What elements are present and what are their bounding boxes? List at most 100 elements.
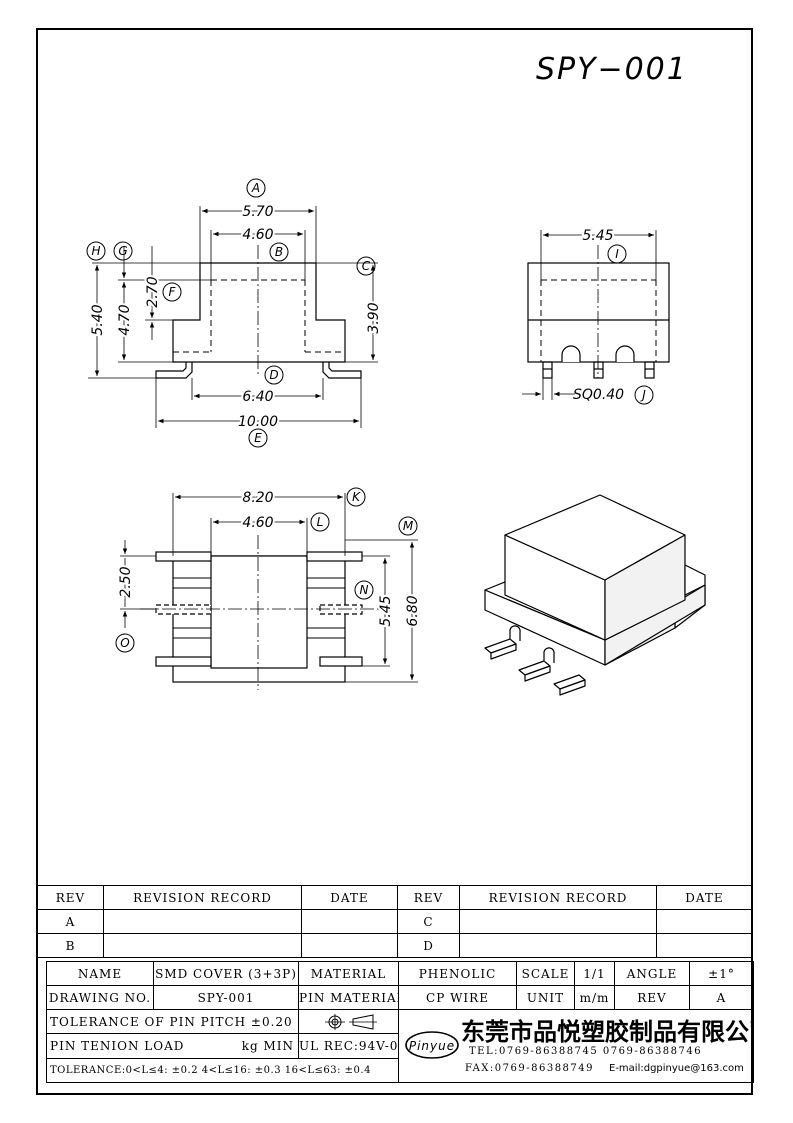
projection-symbol-icon xyxy=(324,1013,377,1030)
rev-value: A xyxy=(689,985,754,1010)
tolerance: TOLERANCE:0<L≤4: ±0.2 4<L≤16: ±0.3 16<L≤… xyxy=(46,1057,399,1084)
company-fax: FAX:0769-86388749 xyxy=(465,1063,595,1074)
dim-c-label: 3.90 xyxy=(366,302,382,333)
pin-tension-row: PIN TENION LOAD kg MIN xyxy=(46,1033,299,1059)
dim-n-label: 5.45 xyxy=(378,595,394,626)
dim-a-label: 5.70 xyxy=(242,204,273,220)
side-view xyxy=(522,230,670,400)
pin-material-value: CP WIRE xyxy=(398,985,517,1010)
callout-n: N xyxy=(360,583,369,597)
revision-record-header-2: REVISION RECORD xyxy=(459,885,657,910)
callout-j: J xyxy=(640,388,646,402)
callout-d: D xyxy=(269,368,278,382)
angle-value: ±1° xyxy=(689,961,754,986)
date-cell xyxy=(656,909,753,934)
ul-rec: UL REC:94V-0 xyxy=(298,1033,399,1059)
rev-cell: B xyxy=(37,933,104,958)
callout-b: B xyxy=(275,245,283,259)
side-view-pin-2 xyxy=(593,361,604,379)
table-row: A C xyxy=(37,909,753,934)
company-tel: TEL:0769-86388745 0769-86388746 xyxy=(469,1046,703,1057)
rev-cell: A xyxy=(37,909,104,934)
callout-c: C xyxy=(362,259,371,273)
scale-value: 1/1 xyxy=(574,961,615,986)
front-view-pin-right xyxy=(322,362,362,379)
callout-m: M xyxy=(403,519,414,533)
revision-record-cell xyxy=(459,909,657,934)
callout-f: F xyxy=(169,285,177,299)
isometric-view xyxy=(484,494,706,696)
name-value: SMD COVER (3+3P) xyxy=(153,961,299,986)
callout-l: L xyxy=(317,515,324,529)
name-label: NAME xyxy=(46,961,154,986)
pin-pitch-tolerance: TOLERANCE OF PIN PITCH ±0.20 xyxy=(46,1008,299,1035)
angle-label: ANGLE xyxy=(614,961,690,986)
date-cell xyxy=(656,933,753,958)
callout-o: O xyxy=(120,636,129,650)
rev-cell: D xyxy=(397,933,460,958)
date-header-2: DATE xyxy=(656,885,753,910)
material-value: PHENOLIC xyxy=(398,961,517,986)
callout-h: H xyxy=(91,244,100,258)
pin-material-label: PIN MATERIAL xyxy=(298,985,399,1010)
top-view-core xyxy=(210,555,308,669)
dim-f-label: 2.70 xyxy=(145,276,161,307)
revision-record-cell xyxy=(459,933,657,958)
dim-l-label: 4.60 xyxy=(242,515,273,531)
dim-o-label: 2.50 xyxy=(118,566,134,597)
drawing-no-label: DRAWING NO. xyxy=(46,985,154,1010)
callout-e: E xyxy=(254,431,262,445)
logo-text: Pinyue xyxy=(409,1039,455,1053)
rev-header-1: REV xyxy=(37,885,104,910)
drawing-no-value: SPY-001 xyxy=(153,985,299,1010)
callout-k: K xyxy=(352,490,361,504)
drawing-frame xyxy=(36,28,753,1095)
dim-k-label: 8.20 xyxy=(242,490,273,506)
unit-label: UNIT xyxy=(516,985,575,1010)
rev-cell: C xyxy=(397,909,460,934)
date-cell xyxy=(301,909,398,934)
revision-record-cell xyxy=(103,909,302,934)
front-view-labels: 5.70 4.60 6.40 10.00 5.40 4.70 2.70 3.90 xyxy=(88,202,384,432)
dim-e-label: 10.00 xyxy=(238,414,278,430)
side-view-pin-1 xyxy=(542,361,553,379)
pinyue-logo: Pinyue xyxy=(405,1031,459,1059)
dim-m-label: 6.80 xyxy=(405,595,421,626)
front-view-body xyxy=(172,262,346,363)
material-label: MATERIAL xyxy=(298,961,399,986)
rev-label: REV xyxy=(614,985,690,1010)
unit-value: m/m xyxy=(574,985,615,1010)
dim-g-label: 4.70 xyxy=(117,304,133,335)
callout-a: A xyxy=(251,181,260,195)
scale-label: SCALE xyxy=(516,961,575,986)
top-view xyxy=(120,493,418,690)
table-row: B D xyxy=(37,933,753,958)
callout-i: I xyxy=(615,247,619,261)
drawing-number-title: SPY−001 xyxy=(536,52,688,87)
pin-tension-value: kg MIN xyxy=(241,1038,294,1053)
dim-b-label: 4.60 xyxy=(242,227,273,243)
company-name: 东莞市品悦塑胶制品有限公司 xyxy=(461,1018,754,1046)
company-block: Pinyue 东莞市品悦塑胶制品有限公司 TEL:0769-86388745 0… xyxy=(398,1009,754,1083)
company-email: E-mail:dgpinyue@163.com xyxy=(609,1063,744,1074)
callout-g: G xyxy=(118,244,127,258)
dim-j-label: SQ0.40 xyxy=(573,387,624,403)
front-view-callouts xyxy=(86,178,376,448)
revision-table: REV REVISION RECORD DATE REV REVISION RE… xyxy=(37,885,753,958)
revision-record-cell xyxy=(103,933,302,958)
side-view-body xyxy=(527,262,670,363)
rev-header-2: REV xyxy=(397,885,460,910)
date-cell xyxy=(301,933,398,958)
dim-d-label: 6.40 xyxy=(242,389,273,405)
title-block: NAME SMD COVER (3+3P) MATERIAL PHENOLIC … xyxy=(46,961,754,1084)
projection-symbol xyxy=(298,1008,399,1035)
revision-record-header-1: REVISION RECORD xyxy=(103,885,302,910)
front-view xyxy=(88,206,378,428)
pin-tension-label: PIN TENION LOAD xyxy=(50,1038,185,1053)
date-header-1: DATE xyxy=(301,885,398,910)
dim-i-label: 5.45 xyxy=(582,228,613,244)
dim-h-label: 5.40 xyxy=(90,304,106,335)
side-view-pin-3 xyxy=(644,361,655,379)
front-view-pin-left xyxy=(155,362,193,379)
